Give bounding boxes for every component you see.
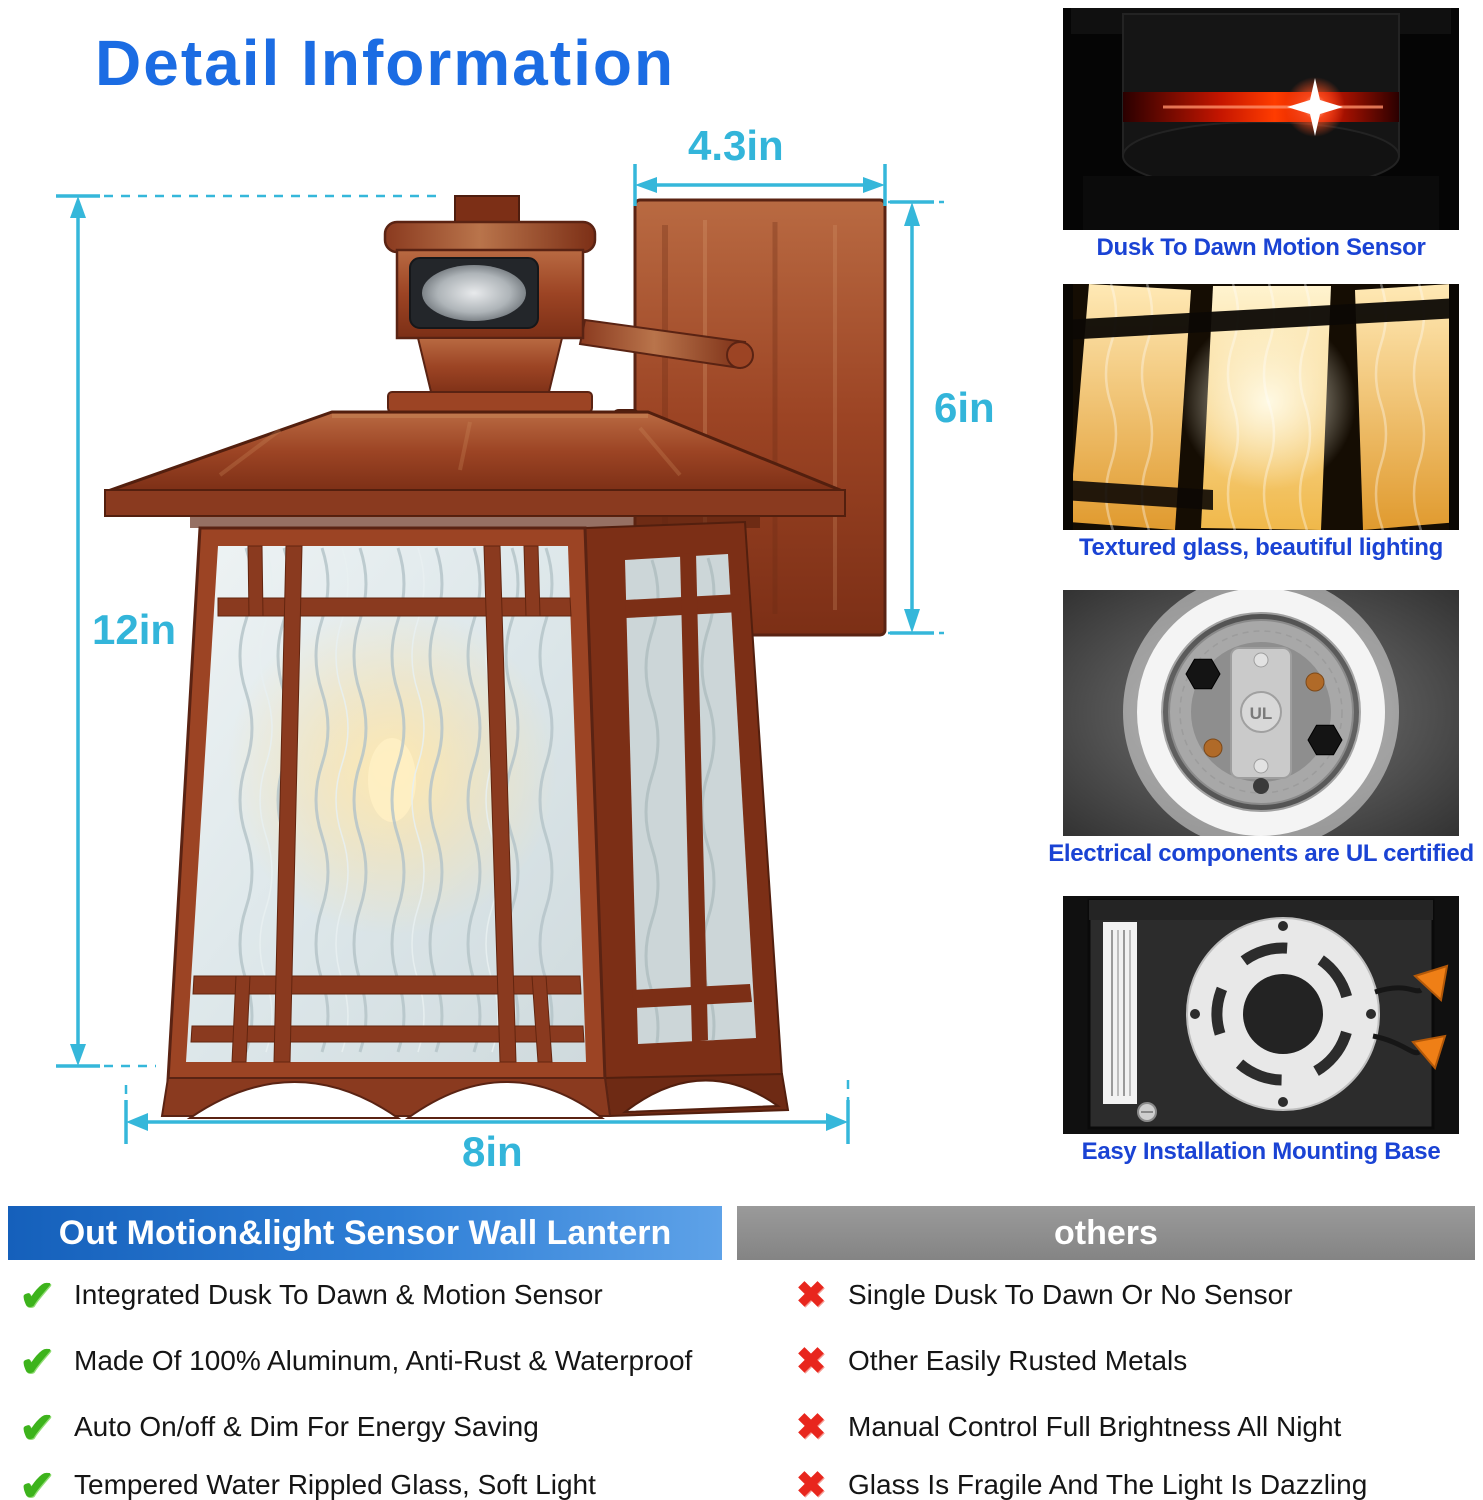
- lantern-roof: [104, 410, 846, 528]
- feature-panel-motion-sensor: Dusk To Dawn Motion Sensor: [1063, 8, 1459, 266]
- feature-caption-textured-glass: Textured glass, beautiful lighting: [1063, 530, 1459, 566]
- con-row-4: Glass Is Fragile And The Light Is Dazzli…: [788, 1462, 1367, 1500]
- textured-glass-photo: [1063, 284, 1459, 530]
- page-title: Detail Information: [95, 27, 676, 99]
- pro-row-1: Integrated Dusk To Dawn & Motion Sensor: [14, 1272, 603, 1318]
- check-icon: [14, 1461, 60, 1500]
- pro-row-2: Made Of 100% Aluminum, Anti-Rust & Water…: [14, 1338, 692, 1384]
- lantern-front-face: [166, 526, 607, 1082]
- feature-caption-motion-sensor: Dusk To Dawn Motion Sensor: [1063, 230, 1459, 266]
- x-icon: [788, 1464, 834, 1500]
- feature-caption-ul-certified: Electrical components are UL certified: [1048, 836, 1474, 872]
- pro-text: Made Of 100% Aluminum, Anti-Rust & Water…: [74, 1345, 693, 1376]
- lantern-base: [160, 1072, 790, 1119]
- con-text: Single Dusk To Dawn Or No Sensor: [848, 1279, 1293, 1310]
- con-text: Manual Control Full Brightness All Night: [848, 1411, 1342, 1442]
- dim-label-body-width: 8in: [462, 1128, 523, 1175]
- feature-panel-mounting-base: Easy Installation Mounting Base: [1063, 896, 1459, 1170]
- feature-caption-mounting-base: Easy Installation Mounting Base: [1063, 1134, 1459, 1170]
- comparison-header-product: Out Motion&light Sensor Wall Lantern: [8, 1206, 722, 1260]
- mounting-arm: [578, 318, 754, 370]
- con-text: Glass Is Fragile And The Light Is Dazzli…: [848, 1469, 1368, 1500]
- con-row-3: Manual Control Full Brightness All Night: [788, 1404, 1341, 1450]
- leader-lines: [104, 194, 944, 1118]
- pro-text: Integrated Dusk To Dawn & Motion Sensor: [74, 1279, 603, 1310]
- x-icon: [788, 1274, 834, 1316]
- x-icon: [788, 1406, 834, 1448]
- mounting-base-photo: [1063, 896, 1459, 1134]
- ul-socket-photo: UL: [1063, 590, 1459, 836]
- con-text: Other Easily Rusted Metals: [848, 1345, 1188, 1376]
- dim-label-plate-height: 6in: [934, 384, 995, 431]
- pro-text: Auto On/off & Dim For Energy Saving: [74, 1411, 539, 1442]
- x-icon: [788, 1340, 834, 1382]
- check-icon: [14, 1403, 60, 1452]
- lantern-side-face: [583, 520, 784, 1082]
- dim-label-total-height: 12in: [92, 606, 177, 653]
- pro-row-3: Auto On/off & Dim For Energy Saving: [14, 1404, 539, 1450]
- check-icon: [14, 1337, 60, 1386]
- motion-sensor-head: [383, 195, 597, 413]
- pro-text: Tempered Water Rippled Glass, Soft Light: [74, 1469, 596, 1500]
- con-row-1: Single Dusk To Dawn Or No Sensor: [788, 1272, 1293, 1318]
- pro-row-4: Tempered Water Rippled Glass, Soft Light: [14, 1462, 596, 1500]
- check-icon: [14, 1271, 60, 1320]
- dim-label-top-width: 4.3in: [688, 122, 784, 169]
- feature-panel-textured-glass: Textured glass, beautiful lighting: [1063, 284, 1459, 566]
- con-row-2: Other Easily Rusted Metals: [788, 1338, 1187, 1384]
- ul-badge: UL: [1250, 704, 1273, 723]
- comparison-header-others: others: [737, 1206, 1475, 1260]
- dimension-arrows: [56, 164, 934, 1144]
- feature-panel-ul-certified: UL Electrical components are UL certifie…: [1048, 590, 1474, 872]
- motion-sensor-photo: [1063, 8, 1459, 230]
- lantern-diagram: [56, 164, 944, 1144]
